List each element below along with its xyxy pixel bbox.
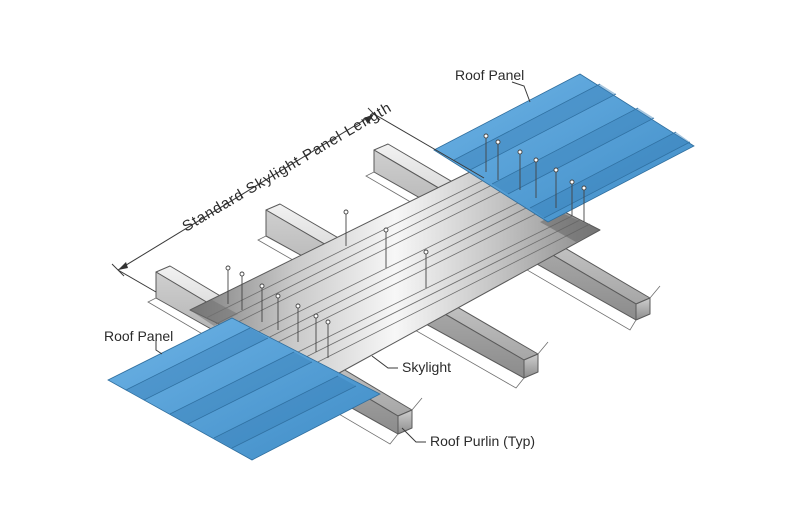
fastener-icon	[313, 313, 319, 352]
fastener-icon	[325, 319, 331, 358]
roof-panel-top	[433, 73, 695, 223]
leader-roof-purlin	[401, 427, 426, 443]
fastener-icon	[581, 185, 587, 222]
fastener-icon	[569, 179, 575, 216]
dimension-arrow-icon	[364, 114, 374, 124]
fastener-icon	[483, 133, 489, 172]
leader-roof-panel-left	[155, 338, 163, 355]
fastener-icon	[275, 293, 281, 330]
fastener-icon	[383, 227, 389, 268]
roof-panel-left	[107, 317, 381, 461]
fastener-icon	[423, 249, 429, 288]
fastener-icon	[295, 303, 301, 342]
fastener-icon	[495, 139, 501, 180]
skylight-label: Skylight	[402, 359, 451, 375]
fastener-icon	[225, 265, 231, 304]
fastener-icon	[343, 209, 349, 246]
fastener-group	[225, 133, 587, 358]
fastener-icon	[239, 271, 245, 310]
fastener-icon	[517, 149, 523, 190]
dimension-line	[111, 107, 485, 293]
roof-panel-top-label: Roof Panel	[455, 67, 524, 83]
skylight-panel	[189, 167, 601, 379]
fastener-icon	[533, 157, 539, 198]
roof-panel-left-label: Roof Panel	[104, 328, 173, 344]
dimension-arrow-icon	[118, 262, 128, 270]
leader-skylight	[371, 355, 398, 369]
fastener-icon	[259, 283, 265, 322]
leader-roof-panel-top	[511, 81, 531, 103]
roof-purlin-label: Roof Purlin (Typ)	[430, 433, 535, 449]
fastener-icon	[553, 167, 559, 208]
